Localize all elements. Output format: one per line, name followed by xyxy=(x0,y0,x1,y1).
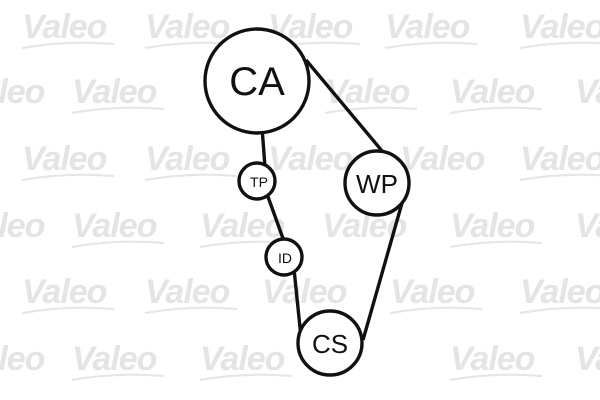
watermark-text: Valeo xyxy=(145,140,230,178)
watermark-text: Valeo xyxy=(268,140,353,178)
pulley-camshaft-circle xyxy=(203,27,311,135)
watermark-logo: Valeo xyxy=(575,73,600,111)
watermark-logo: Valeo xyxy=(21,273,115,315)
pulley-tensioner-circle xyxy=(237,161,277,201)
watermark-logo: Valeo xyxy=(449,340,543,382)
watermark-text: Valeo xyxy=(0,73,45,111)
watermark-text: Valeo xyxy=(0,340,45,378)
watermark-logo: Valeo xyxy=(449,73,543,115)
watermark-layer: Valeo Valeo Valeo Valeo Valeo Valeo Vale… xyxy=(0,8,600,382)
watermark-logo: Valeo xyxy=(0,207,46,245)
watermark-text: Valeo xyxy=(72,207,157,245)
watermark-logo: Valeo xyxy=(575,340,600,378)
watermark-logo: Valeo xyxy=(21,8,115,50)
watermark-text: Valeo xyxy=(390,273,475,311)
watermark-text: Valeo xyxy=(575,73,600,111)
watermark-logo: Valeo xyxy=(144,8,238,50)
watermark-text: Valeo xyxy=(72,73,157,111)
watermark-logo: Valeo xyxy=(262,273,348,311)
pulley-camshaft-label: CA xyxy=(229,60,285,104)
watermark-logo: Valeo xyxy=(324,73,418,115)
watermark-text: Valeo xyxy=(22,273,107,311)
pulley-idler-circle xyxy=(264,237,304,277)
watermark-text: Valeo xyxy=(200,207,285,245)
pulley-tensioner: TP xyxy=(237,161,277,201)
watermark-logo: Valeo xyxy=(519,8,600,50)
watermark-logo: Valeo xyxy=(144,140,238,182)
watermark-text: Valeo xyxy=(450,207,535,245)
watermark-logo: Valeo xyxy=(199,340,293,382)
watermark-logo: Valeo xyxy=(0,340,46,378)
watermark-text: Valeo xyxy=(262,273,347,311)
watermark-logo: Valeo xyxy=(575,207,600,245)
watermark-text: Valeo xyxy=(385,8,470,46)
pulley-crankshaft-label: CS xyxy=(312,329,348,359)
pulley-water-pump: WP xyxy=(343,149,411,217)
watermark-text: Valeo xyxy=(520,273,600,311)
watermark-text: Valeo xyxy=(575,207,600,245)
watermark-text: Valeo xyxy=(22,140,107,178)
pulley-camshaft: CA xyxy=(203,27,311,135)
watermark-text: Valeo xyxy=(145,8,230,46)
watermark-logo: Valeo xyxy=(519,273,600,315)
watermark-text: Valeo xyxy=(575,340,600,378)
watermark-logo: Valeo xyxy=(268,140,354,178)
watermark-text: Valeo xyxy=(400,140,485,178)
watermark-text: Valeo xyxy=(0,207,45,245)
pulley-water-pump-label: WP xyxy=(356,169,398,199)
watermark-text: Valeo xyxy=(520,8,600,46)
pulley-idler: ID xyxy=(264,237,304,277)
pulley-idler-label: ID xyxy=(278,250,292,266)
pulley-water-pump-circle xyxy=(343,149,411,217)
watermark-logo: Valeo xyxy=(144,273,238,315)
watermark-logo: Valeo xyxy=(519,140,600,182)
watermark-logo: Valeo xyxy=(384,8,478,50)
watermark-logo: Valeo xyxy=(449,207,543,249)
watermark-text: Valeo xyxy=(450,340,535,378)
pulley-crankshaft-circle xyxy=(296,309,364,377)
watermark-logo: Valeo xyxy=(21,140,115,182)
watermark-text: Valeo xyxy=(200,340,285,378)
watermark-logo: Valeo xyxy=(71,207,165,249)
watermark-text: Valeo xyxy=(450,73,535,111)
watermark-logo: Valeo xyxy=(199,207,293,249)
watermark-logo: Valeo xyxy=(389,273,483,315)
watermark-logo: Valeo xyxy=(71,73,165,115)
pulley-tensioner-label: TP xyxy=(250,174,268,190)
watermark-text: Valeo xyxy=(72,340,157,378)
watermark-logo: Valeo xyxy=(71,340,165,382)
watermark-text: Valeo xyxy=(325,73,410,111)
watermark-logo: Valeo xyxy=(0,73,46,111)
pulley-crankshaft: CS xyxy=(296,309,364,377)
watermark-logo: Valeo xyxy=(400,140,486,178)
watermark-text: Valeo xyxy=(520,140,600,178)
watermark-text: Valeo xyxy=(145,273,230,311)
watermark-text: Valeo xyxy=(22,8,107,46)
